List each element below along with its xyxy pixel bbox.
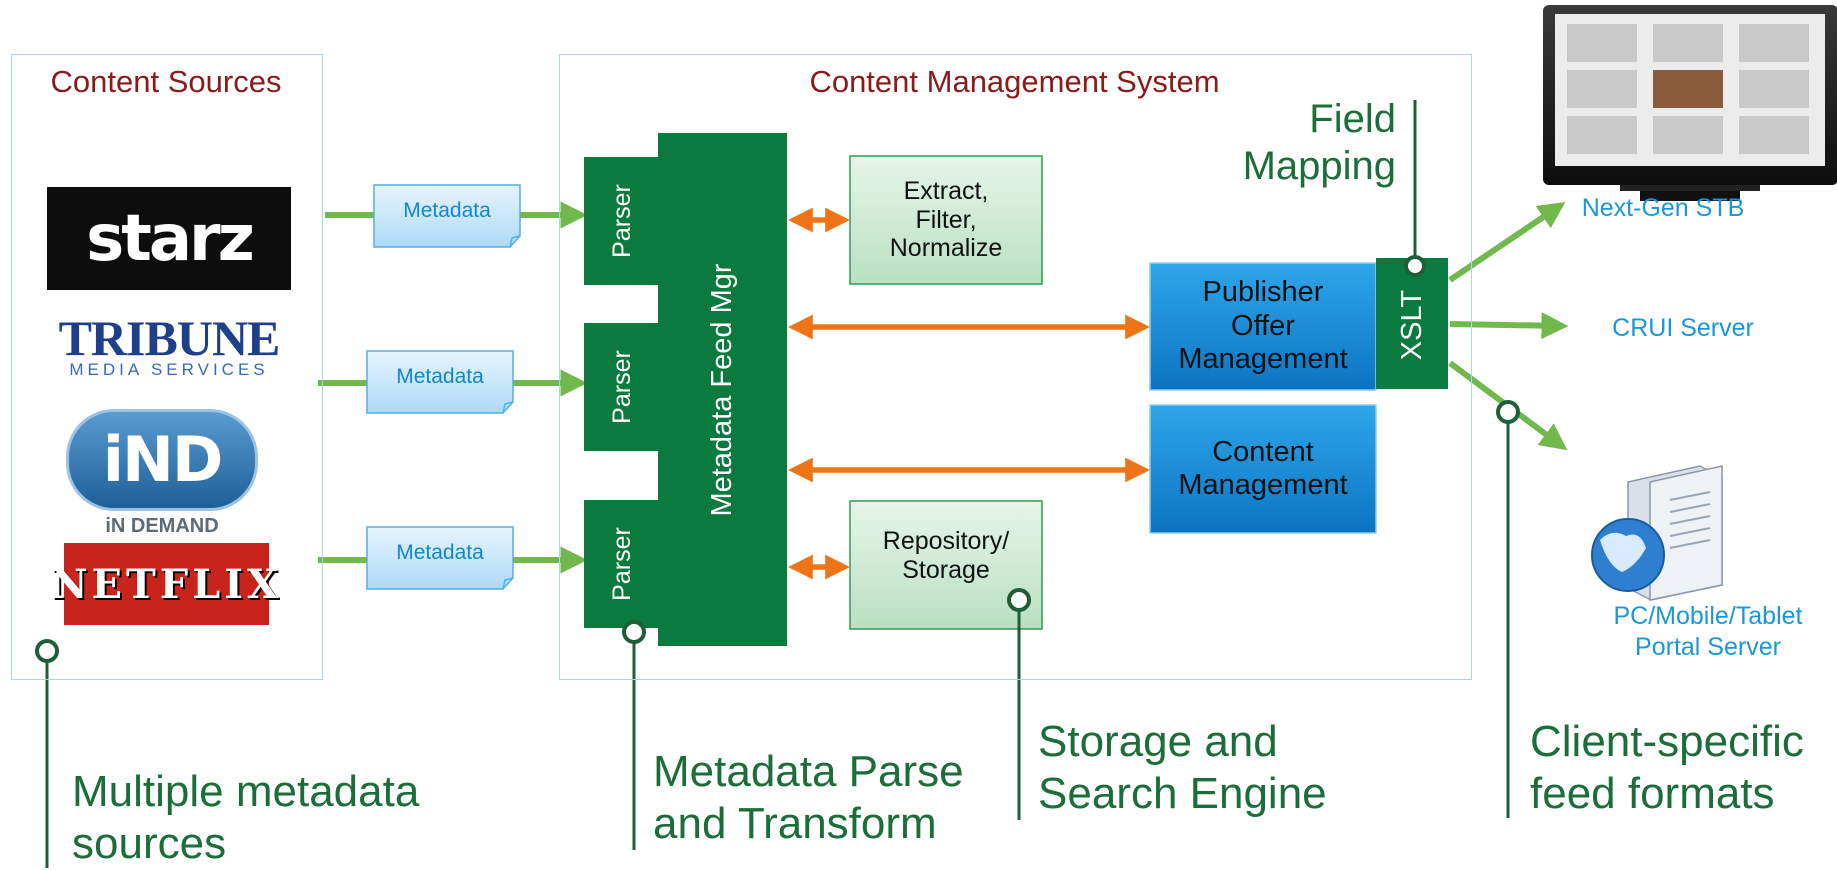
callout-sources-line-2: sources [72, 818, 227, 868]
callout-parse-line-1: Metadata Parse [653, 747, 964, 796]
callout-dot-client [1496, 400, 1520, 424]
extract-filter-normalize-box [849, 155, 1043, 285]
tribune-logo-text: TRIBUNE [58, 310, 281, 366]
starz-logo-text: starz [86, 201, 255, 276]
callout-sources-line-1: Multiple metadata [72, 767, 420, 816]
xslt-block [1376, 258, 1448, 389]
callout-dot-field-mapping [1404, 255, 1426, 277]
callout-multiple-sources: Multiple metadata sources [72, 766, 419, 870]
netflix-logo: NETFLIX [51, 543, 278, 625]
callout-client-line-1: Client-specific [1530, 717, 1804, 766]
in-demand-logo-subtext: iN DEMAND [105, 514, 219, 537]
callout-client-formats: Client-specific feed formats [1530, 716, 1804, 820]
cms-group [559, 54, 1472, 680]
in-demand-logo: iND iN DEMAND [66, 408, 258, 538]
field-mapping-line-1: Field [1309, 97, 1396, 141]
callout-storage-line-2: Search Engine [1038, 768, 1327, 818]
orange-arrows [788, 207, 1150, 580]
in-demand-logo-text: iND [102, 423, 224, 496]
in-demand-badge: iND [66, 408, 258, 511]
portal-line-2: Portal Server [1635, 633, 1781, 662]
next-gen-stb-label: Next-Gen STB [1581, 194, 1745, 222]
crui-server-label: CRUI Server [1612, 314, 1754, 342]
portal-server-label: PC/Mobile/Tablet Portal Server [1583, 601, 1833, 664]
parser-block-2 [584, 323, 660, 451]
portal-line-1: PC/Mobile/Tablet [1613, 602, 1803, 630]
callout-lines [35, 100, 1520, 868]
arrow-xslt-to-stb [1448, 201, 1566, 283]
arrow-xslt-to-crui [1449, 312, 1569, 340]
tribune-logo: TRIBUNE MEDIA SERVICES [47, 312, 291, 382]
field-mapping-line-2: Mapping [1242, 144, 1396, 189]
callout-dot-sources [35, 639, 59, 663]
metadata-feed-mgr-block [658, 133, 787, 646]
content-sources-group [11, 54, 323, 680]
content-management-box [1149, 404, 1377, 534]
tribune-logo-subtext: MEDIA SERVICES [69, 360, 269, 379]
server-globe-icon [1591, 465, 1723, 601]
callout-client-line-2: feed formats [1530, 768, 1775, 818]
parser-block-1 [584, 157, 660, 285]
metadata-doc-2 [366, 350, 514, 414]
content-sources-title: Content Sources [50, 64, 282, 99]
callout-parse-line-2: and Transform [653, 798, 937, 848]
parser-block-3 [584, 500, 660, 628]
callout-dot-parse [622, 620, 646, 644]
callout-storage-search: Storage and Search Engine [1038, 716, 1327, 820]
cms-title: Content Management System [809, 64, 1220, 99]
metadata-doc-3 [366, 526, 514, 590]
callout-dot-storage [1007, 588, 1031, 612]
starz-logo: starz [47, 187, 291, 290]
metadata-doc-1 [373, 184, 521, 248]
callout-parse-transform: Metadata Parse and Transform [653, 746, 964, 850]
publisher-offer-management-box [1149, 262, 1377, 391]
tv-icon [1543, 5, 1837, 201]
source-arrows [318, 201, 588, 574]
field-mapping-label: Field Mapping [1190, 96, 1396, 190]
netflix-logo-text: NETFLIX [50, 560, 283, 608]
callout-storage-line-1: Storage and [1038, 717, 1278, 766]
